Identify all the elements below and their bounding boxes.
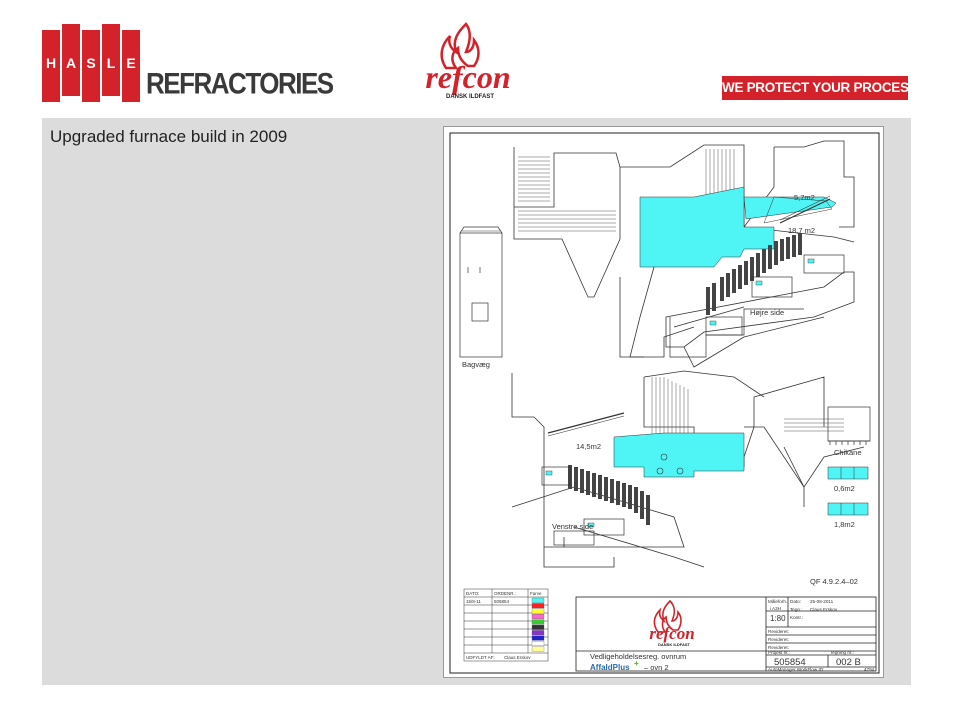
refcon-logo-text: refcon: [425, 59, 510, 95]
top-furnace-section: [513, 140, 855, 368]
order-header-date: DATO:: [466, 591, 479, 596]
hasle-letter: E: [126, 55, 135, 71]
order-header-color: Farve: [530, 591, 542, 596]
drawn-label: Tegn.:: [790, 607, 803, 612]
furnace-drawing-svg: 5,7m2 18,7 m2 Højre side Bagvæg: [449, 132, 880, 674]
checked-label: Kontr.:: [790, 615, 803, 620]
area-label-middle: 14,5m2: [576, 442, 601, 451]
hasle-letter: S: [86, 55, 95, 71]
back-wall-elevation: [459, 226, 503, 358]
client-suffix: – ovn 2: [644, 663, 669, 672]
date-value: 25-08-2011: [810, 599, 834, 604]
revision-1: Revideret:: [768, 629, 789, 634]
workflow-label: AutoManager WorkFlow ID:: [768, 667, 824, 672]
order-cell-number: 505854: [494, 599, 510, 604]
order-color-swatches: [531, 597, 545, 652]
scale-value: 1:80: [770, 614, 786, 623]
back-wall-label: Bagvæg: [462, 360, 490, 369]
top-refractory-areas: [639, 186, 837, 268]
color-swatch: [531, 635, 545, 641]
legend-label-small: 0,6m2: [834, 484, 855, 493]
hasle-letter: L: [107, 55, 116, 71]
client-plus-icon: +: [634, 659, 639, 668]
project-number: 505854: [774, 657, 806, 668]
color-swatch: [531, 641, 545, 646]
title-block: [575, 596, 877, 672]
color-swatch: [531, 646, 545, 652]
hasle-wordmark: REFRACTORIES: [146, 66, 334, 101]
revision-2: Revideret:: [768, 637, 789, 642]
top-grate: [706, 233, 802, 315]
header: H A S L E REFRACTORIES refcon DANSK ILDF…: [0, 0, 960, 118]
middle-furnace-section: [511, 370, 865, 568]
project-title: Vedligeholdelsesreg. ovnrum: [590, 652, 686, 661]
roof-line: [779, 198, 831, 224]
refcon-logo: refcon DANSK ILDFAST: [425, 22, 511, 100]
area-label-top-small: 5,7m2: [794, 193, 815, 202]
color-swatch: [531, 608, 545, 614]
order-cell-date: 15/8-11: [466, 599, 481, 604]
color-swatch: [531, 603, 545, 609]
drawn-by: Claus Erskov: [810, 607, 838, 612]
client-name: AffaldPlus: [590, 663, 630, 672]
workflow-id: 4794: [864, 667, 875, 672]
middle-refractory-areas: [613, 432, 745, 478]
area-label-top-large: 18,7 m2: [788, 226, 815, 235]
title-block-logo-text: refcon: [649, 624, 694, 643]
color-swatch: [531, 630, 545, 636]
title-block-logo-subtext: DANSK ILDFAST: [658, 642, 691, 647]
order-header-number: ORDENR.:: [494, 591, 516, 596]
color-swatch: [531, 624, 545, 630]
legend-label-large: 1,8m2: [834, 520, 855, 529]
middle-grate: [568, 465, 650, 525]
revision-3: Revideret:: [768, 645, 789, 650]
paper-size: i A3H: [770, 606, 781, 611]
drawing-number: 002 B: [836, 657, 861, 668]
chicane-legend: [827, 406, 871, 445]
drawing-no-label: Tegning nr.:: [830, 650, 854, 655]
color-swatch: [531, 597, 545, 603]
refcon-logo-subtext: DANSK ILDFAST: [446, 94, 494, 100]
drawing-ref: QF 4.9.2.4–02: [810, 577, 858, 586]
left-side-label: Venstre side: [552, 522, 593, 531]
color-swatch: [531, 614, 545, 619]
flame-icon: [440, 22, 480, 70]
hasle-letter: H: [46, 55, 56, 71]
slogan-banner: WE PROTECT YOUR PROCESS: [722, 76, 918, 100]
color-swatch: [531, 619, 545, 625]
slide-title: Upgraded furnace build in 2009: [50, 127, 288, 146]
flame-icon: [653, 599, 682, 633]
scale-label: Måleforh.: [768, 598, 787, 604]
order-footer-label: UDFYLDT AF:: [466, 655, 495, 660]
hasle-letter: A: [66, 55, 76, 71]
hasle-letter-blocks: H A S L E: [42, 24, 140, 102]
project-no-label: Projekt nr.:: [768, 650, 790, 655]
order-footer-value: Claus Erskov: [504, 655, 531, 660]
technical-drawing: 5,7m2 18,7 m2 Højre side Bagvæg: [443, 126, 884, 678]
date-label: Dato:: [790, 599, 801, 604]
right-side-label: Højre side: [750, 308, 784, 317]
chicane-label: Chikane: [834, 448, 862, 457]
